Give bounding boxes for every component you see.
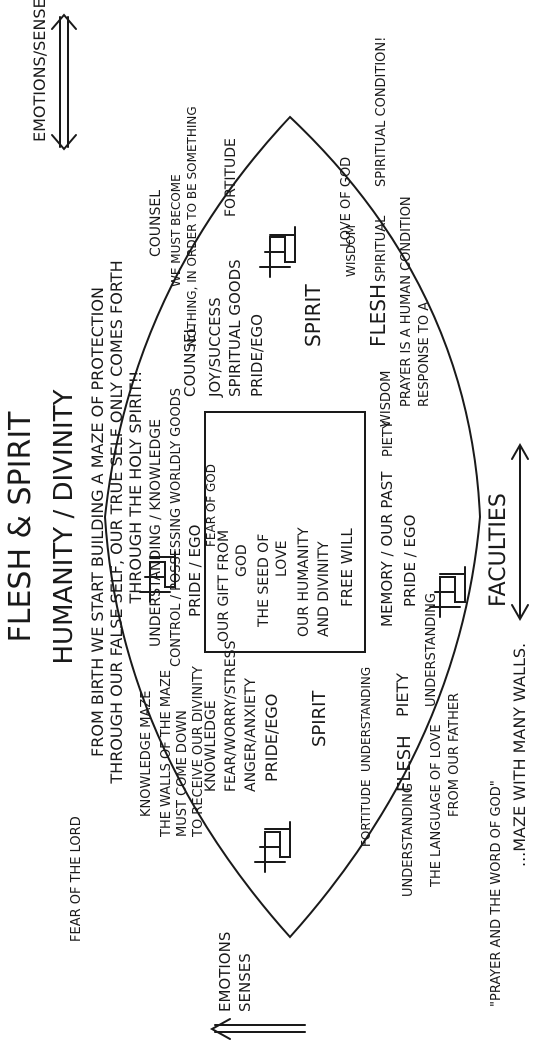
- q-bottom-2: PRIDE / EGO: [401, 515, 419, 607]
- lb-language-1: THE LANGUAGE OF LOVE: [429, 724, 444, 888]
- lb-quote: "PRAYER AND THE WORD OF GOD": [489, 780, 504, 1007]
- center-line-5: OUR HUMANITY: [296, 527, 312, 637]
- q-top-3: PRIDE / EGO: [186, 525, 204, 617]
- q-left-2: ANGER/ANXIETY: [243, 678, 259, 792]
- left-note-3: TO RECEIVE OUR DIVINITY: [191, 666, 206, 838]
- intro-line-2: THROUGH OUR FALSE SELF, OUR TRUE SELF ON…: [107, 260, 126, 784]
- q-top-1: UNDERSTANDING / KNOWLEDGE: [148, 419, 164, 647]
- arrow-top-right-head-2: [51, 134, 77, 151]
- arrow-left-head: [209, 1018, 231, 1040]
- left-note-1: THE WALLS OF THE MAZE: [159, 670, 174, 838]
- q-right-2: SPIRITUAL GOODS: [226, 259, 244, 397]
- maze-left: [254, 821, 291, 873]
- lb-understanding: UNDERSTANDING: [401, 783, 416, 897]
- arrow-bottom-head-2: [511, 604, 529, 622]
- outer-diamond: [103, 115, 482, 939]
- left-fear-of-lord: FEAR OF THE LORD: [69, 816, 84, 942]
- right-piety: PIETY: [381, 421, 396, 457]
- lb-understanding-2: UNDERSTANDING: [359, 667, 373, 772]
- intro-line-1: FROM BIRTH WE START BUILDING A MAZE OF P…: [88, 287, 107, 757]
- bottom-understanding: UNDERSTANDING: [424, 593, 439, 707]
- arrow-top-right-head: [51, 13, 77, 30]
- counsel-note-2: NOTHING, IN ORDER TO BE SOMETHING: [185, 106, 199, 347]
- left-senses: SENSES: [236, 953, 254, 1012]
- q-left-heading: KNOWLEDGE: [203, 700, 219, 792]
- lb-fortitude: FORTITUDE: [359, 779, 373, 847]
- maze-bottom: [429, 566, 466, 618]
- right-prayer: PRAYER IS A HUMAN CONDITION: [399, 196, 414, 407]
- counsel-label: COUNSEL: [148, 190, 164, 257]
- intro-line-3: THROUGH THE HOLY SPIRIT!!: [126, 371, 145, 605]
- center-box: [204, 411, 366, 653]
- spirit-left: SPIRIT: [309, 690, 330, 747]
- left-emotions: EMOTIONS: [216, 932, 234, 1012]
- center-line-3: THE SEED OF: [256, 534, 272, 628]
- q-right-3: PRIDE/EGO: [248, 314, 266, 397]
- center-line-1: OUR GIFT FROM: [216, 530, 232, 642]
- right-spiritual: SPIRITUAL: [374, 215, 389, 282]
- top-fortitude: FORTITUDE: [223, 138, 239, 217]
- q-top-2: CONTROL / POSSESSING WORLDLY GOODS: [169, 388, 184, 667]
- diagram-subtitle: HUMANITY / DIVINITY: [49, 389, 79, 664]
- q-right-heading: COUNSEL: [181, 325, 199, 397]
- right-love-of-god: LOVE OF GOD: [339, 157, 354, 247]
- diagram-title: FLESH & SPIRIT: [3, 411, 38, 643]
- right-wisdom-2: WISDOM: [379, 371, 394, 427]
- right-response: RESPONSE TO A: [417, 302, 432, 407]
- counsel-note-1: WE MUST BECOME: [169, 174, 183, 287]
- right-wisdom: WISDOM: [344, 225, 358, 277]
- center-line-2: GOD: [234, 544, 250, 577]
- right-spiritual-condition: SPIRITUAL CONDITION!: [374, 37, 389, 187]
- q-right-1: JOY/SUCCESS: [206, 297, 224, 398]
- q-left-1: FEAR/WORRY/STRESS: [223, 640, 239, 792]
- spirit-right: SPIRIT: [301, 284, 325, 347]
- center-line-7: FREE WILL: [338, 528, 356, 607]
- center-line-4: LOVE: [274, 541, 290, 578]
- lb-language-2: FROM OUR FATHER: [447, 693, 462, 817]
- left-note-2: MUST COME DOWN: [175, 710, 190, 837]
- bottom-faculties: FACULTIES: [486, 493, 511, 607]
- q-left-3: PRIDE/EGO: [262, 694, 281, 782]
- top-emotions-senses: EMOTIONS/SENSES: [30, 0, 49, 142]
- far-right-note: ...MAZE WITH MANY WALLS.: [510, 643, 529, 867]
- lb-flesh: FLESH: [394, 735, 415, 792]
- maze-right: [259, 226, 296, 278]
- q-bottom-1: MEMORY / OUR PAST: [378, 471, 396, 627]
- q-top-heading: FEAR OF GOD: [204, 464, 218, 547]
- right-flesh: FLESH: [366, 284, 390, 347]
- center-line-6: AND DIVINITY: [316, 541, 332, 637]
- maze-top: [139, 551, 176, 603]
- lb-piety: PIETY: [393, 673, 412, 717]
- left-maze-label: KNOWLEDGE MAZE: [139, 691, 154, 817]
- arrow-bottom-head: [511, 442, 529, 460]
